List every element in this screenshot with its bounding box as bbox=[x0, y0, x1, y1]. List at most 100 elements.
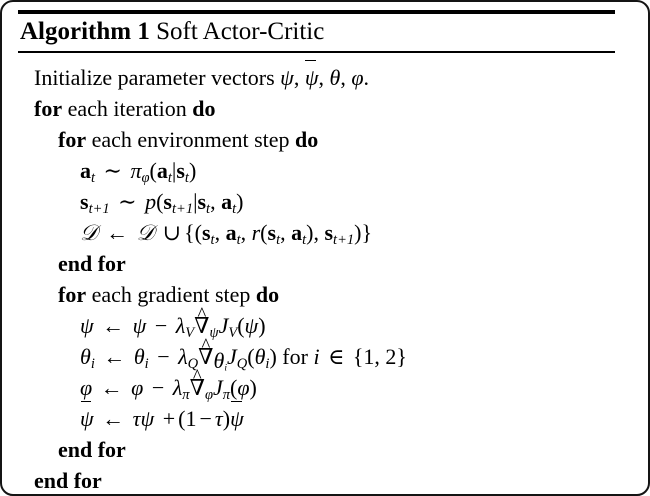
keyword-for-2: for bbox=[58, 127, 87, 152]
symbol-psi-bar-lhs: ψ bbox=[80, 400, 94, 434]
subscript-t-5: t bbox=[232, 201, 237, 218]
operator-minus-2: − bbox=[157, 344, 170, 369]
rule-under-title bbox=[18, 51, 615, 53]
line-update-phi: φ ← φ − λπ∇φJπ(φ) bbox=[12, 372, 648, 403]
line-initialize: Initialize parameter vectors ψ, ψ, θ, φ. bbox=[12, 59, 648, 93]
algorithm-content: Algorithm 1 Soft Actor-Critic Initialize… bbox=[2, 10, 648, 494]
symbol-objective-j-1: J bbox=[218, 313, 229, 338]
nabla-hat-icon-3: ∇ bbox=[190, 372, 205, 403]
subscript-i-1: i bbox=[90, 356, 95, 373]
comma-1: , bbox=[293, 65, 300, 90]
keyword-do-3: do bbox=[255, 282, 280, 307]
symbol-phi-rhs: φ bbox=[131, 375, 144, 400]
symbol-theta-rhs: θ bbox=[133, 344, 145, 369]
symbol-objective-j-3: J bbox=[212, 375, 223, 400]
symbol-lambda-v: λ bbox=[175, 313, 186, 338]
line-end-for-gradient-step: end for bbox=[12, 434, 648, 465]
symbol-psi-arg-1: ψ bbox=[244, 313, 259, 338]
symbol-pi: π bbox=[130, 158, 142, 183]
brace-close-1: } bbox=[361, 220, 373, 245]
each-gradient-step-label: each gradient step bbox=[91, 282, 251, 307]
initialize-prefix-label: Initialize parameter vectors bbox=[34, 65, 275, 90]
line-for-iteration: for each iteration do bbox=[12, 93, 648, 124]
line-for-gradient-step: for each gradient step do bbox=[12, 279, 648, 310]
subscript-v-1: V bbox=[185, 325, 195, 342]
symbol-theta: θ bbox=[329, 65, 341, 90]
symbol-psi-rhs: ψ bbox=[132, 313, 147, 338]
comma-4: , bbox=[210, 189, 216, 214]
operator-minus-4: − bbox=[199, 406, 212, 431]
symbol-theta-lhs: θ bbox=[80, 344, 91, 369]
line-update-theta: θi ← θi − λQ∇θiJQ(θi) for i ∈ {1, 2} bbox=[12, 341, 648, 374]
subscript-psi-1: ψ bbox=[209, 325, 219, 342]
operator-assign-arrow-3: ← bbox=[103, 344, 126, 369]
operator-minus-1: − bbox=[154, 313, 168, 338]
subscript-v-2: V bbox=[228, 325, 238, 342]
subscript-t-3: t bbox=[184, 170, 189, 187]
line-update-target-psi: ψ ← τψ +(1−τ)ψ bbox=[12, 400, 648, 434]
symbol-index-i: i bbox=[313, 344, 320, 369]
symbol-s-2: s bbox=[80, 189, 89, 214]
symbol-psi-lhs: ψ bbox=[80, 313, 94, 338]
symbol-phi-arg: φ bbox=[237, 375, 250, 400]
operator-union: ∪ bbox=[162, 220, 182, 245]
paren-close-2: ) bbox=[236, 189, 244, 214]
operator-tilde-2: ∼ bbox=[118, 189, 137, 214]
subscript-pi-2: π bbox=[222, 387, 231, 404]
paren-open-5: ( bbox=[237, 313, 245, 338]
subscript-t-plus-1-b: t+1 bbox=[171, 201, 194, 218]
line-sample-action: at ∼ πφ(at|st) bbox=[12, 155, 648, 186]
symbol-phi-lhs: φ bbox=[80, 375, 93, 400]
line-sample-next-state: st+1 ∼ p(st+1|st, at) bbox=[12, 186, 648, 217]
operator-assign-arrow-2: ← bbox=[102, 313, 125, 338]
symbol-s-3: s bbox=[163, 189, 172, 214]
subscript-t-9: t bbox=[302, 232, 307, 249]
paren-close-6: ) bbox=[269, 344, 277, 369]
subscript-t-8: t bbox=[276, 232, 281, 249]
nabla-hat-icon-2: ∇ bbox=[198, 341, 213, 372]
symbol-theta-arg: θ bbox=[254, 344, 266, 369]
algorithm-number-label: Algorithm 1 bbox=[20, 18, 150, 45]
each-environment-step-label: each environment step bbox=[91, 127, 290, 152]
paren-open-7: ( bbox=[230, 375, 238, 400]
line-append-replay-buffer: 𝒟 ← 𝒟 ∪{(st, at, r(st, at), st+1)} bbox=[12, 217, 648, 248]
paren-close-1: ) bbox=[188, 158, 197, 183]
line-end-for-iteration: end for bbox=[12, 465, 648, 494]
line-update-psi: ψ ← ψ − λV∇ψJV(ψ) bbox=[12, 310, 648, 341]
subscript-pi-1: π bbox=[182, 387, 190, 404]
subscript-t-plus-1-c: t+1 bbox=[333, 232, 355, 249]
paren-close-4: ) bbox=[354, 220, 362, 245]
paren-close-3: ) bbox=[306, 220, 314, 245]
symbol-s-6: s bbox=[267, 220, 277, 245]
operator-assign-arrow-4: ← bbox=[100, 375, 123, 400]
symbol-lambda-q: λ bbox=[178, 344, 188, 369]
line-end-for-environment-step: end for bbox=[12, 248, 648, 279]
each-iteration-label: each iteration bbox=[67, 96, 187, 121]
comma-3: , bbox=[340, 65, 346, 90]
paren-close-7: ) bbox=[249, 375, 257, 400]
symbol-s-1: s bbox=[176, 158, 185, 183]
keyword-for-1: for bbox=[34, 96, 63, 121]
subscript-i-3: i bbox=[265, 356, 270, 373]
keyword-end-for-3: end for bbox=[34, 468, 102, 493]
comma-7: , bbox=[280, 220, 286, 245]
for-lower-label: for bbox=[282, 344, 308, 369]
symbol-s-7: s bbox=[324, 220, 334, 245]
operator-tilde-1: ∼ bbox=[103, 158, 122, 183]
paren-close-8: ) bbox=[222, 406, 231, 431]
operator-minus-3: − bbox=[151, 375, 165, 400]
subscript-t-6: t bbox=[210, 232, 215, 249]
paren-open-3: ( bbox=[194, 220, 202, 245]
comma-6: , bbox=[240, 220, 247, 245]
paren-open-8: ( bbox=[178, 406, 186, 431]
subscript-t-7: t bbox=[236, 232, 241, 249]
comma-5: , bbox=[214, 220, 221, 245]
symbol-phi: φ bbox=[351, 65, 364, 90]
keyword-for-3: for bbox=[58, 282, 87, 307]
paren-open-4: ( bbox=[260, 220, 268, 245]
operator-assign-arrow-5: ← bbox=[102, 406, 125, 431]
symbol-objective-j-2: J bbox=[227, 344, 237, 369]
symbol-tau-2: τ bbox=[214, 406, 223, 431]
symbol-a-5: a bbox=[291, 220, 303, 245]
subscript-theta-i-1: θi bbox=[213, 348, 228, 374]
